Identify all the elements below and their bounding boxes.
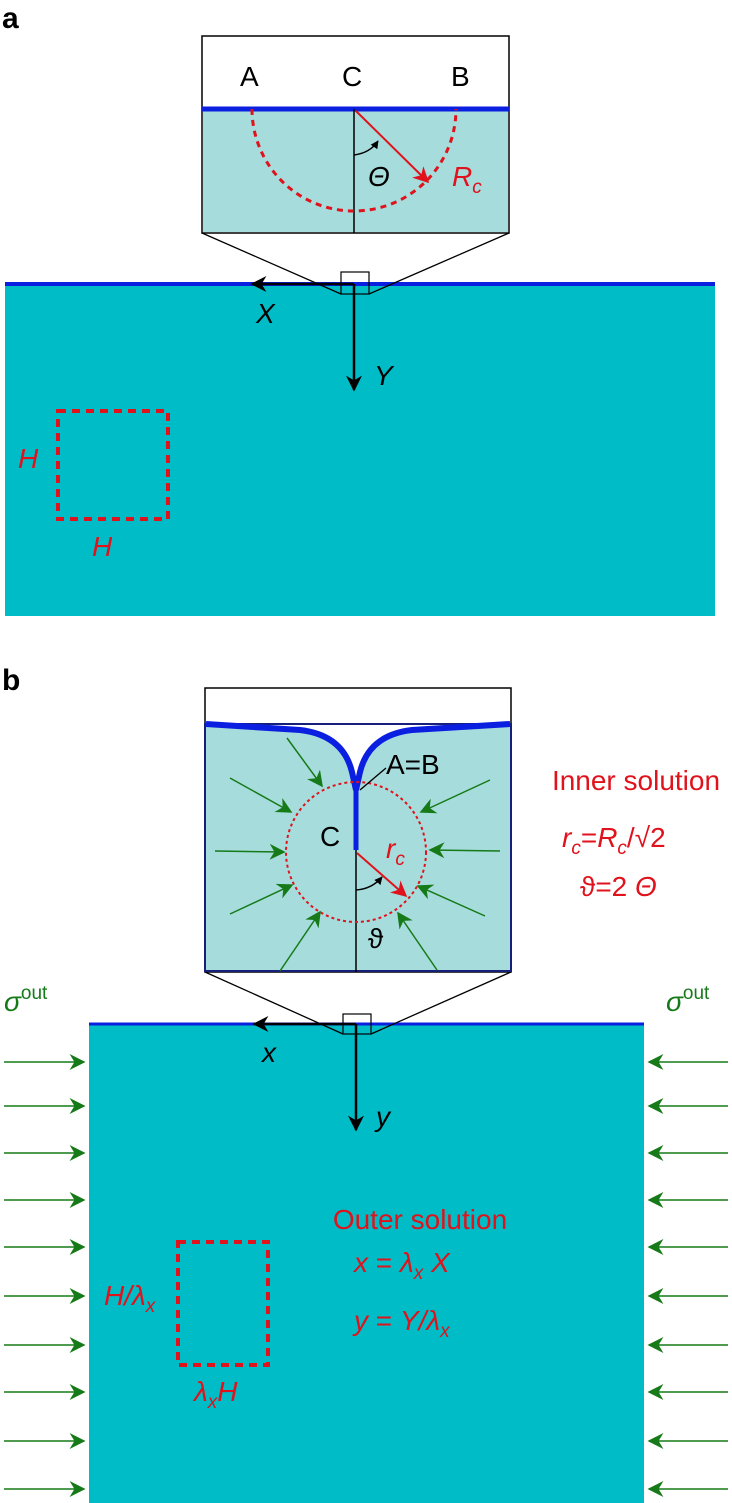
panel-b-inset-circle [285, 781, 427, 923]
panel-a-x-label: X [255, 298, 276, 329]
panel-b-zoom-line-right [370, 971, 512, 1035]
panel-b-inset-radius-arrow [356, 852, 408, 898]
panel-a-inset-point-a: A [240, 61, 259, 92]
panel-b-element-rect [176, 1240, 270, 1367]
panel-a-inset-angle-arc [353, 140, 379, 156]
panel-b-outer-title: Outer solution [333, 1204, 507, 1235]
panel-b-inset-merge-label: A=B [386, 749, 440, 780]
inset-pressure-arrow [428, 842, 501, 859]
panel-a-domain [5, 284, 715, 616]
panel-b-outer-eq1: x = λx X [352, 1247, 451, 1284]
panel-b-y-label: y [374, 1101, 392, 1132]
inset-pressure-arrow [229, 883, 294, 915]
panel-a-label: a [2, 2, 19, 35]
panel-b-sigma-left: σout [4, 983, 48, 1017]
panel-b-x-label: x [260, 1037, 277, 1068]
panel-a-inset-point-b: B [451, 61, 470, 92]
panel-b-inset-angle-arc [355, 876, 383, 891]
inset-pressure-arrow [286, 737, 323, 788]
panel-b-label: b [2, 664, 20, 697]
panel-a-inset-radius-arrow [355, 110, 430, 184]
panel-b-inner-eq2: ϑ=2 Θ [580, 871, 657, 902]
panel-b-rect-left-label: H/λx [104, 1280, 157, 1317]
panel-b-outer-eq2: y = Y/λx [352, 1305, 451, 1342]
panel-b-inset-leader [359, 767, 387, 791]
panel-b-rect-bottom-label: λxH [192, 1376, 238, 1413]
panel-b-sigma-right: σout [666, 983, 710, 1017]
panel-a-inset-angle-label: Θ [368, 161, 390, 192]
panel-b-domain [89, 1024, 644, 1503]
inset-pressure-arrow [279, 910, 321, 972]
panel-a-inset-body [203, 109, 508, 232]
panel-b-inset-center-label: C [320, 821, 340, 852]
inset-pressure-arrow [416, 884, 486, 917]
panel-b-inset-pressure-arrows [214, 737, 501, 972]
panel-a-y-label: Y [374, 360, 395, 391]
panel-b-inset-radius-label: rc [386, 833, 405, 870]
panel-a-zoom-line-right [368, 232, 510, 295]
panel-a-element-square [56, 409, 170, 521]
panel-b-inset-border [204, 723, 512, 972]
panel-a-inset-point-c: C [342, 61, 362, 92]
inset-pressure-arrow [214, 843, 286, 860]
panel-b-inset-angle-label: ϑ [368, 923, 384, 954]
panel-a-inset-radius-label: Rc [452, 161, 482, 198]
panel-b-inner-title: Inner solution [552, 765, 720, 796]
panel-b-inner-eq1: rc=Rc/√2 [562, 822, 666, 859]
inset-pressure-arrow [397, 911, 438, 971]
panel-b-left-stress-arrows [4, 1054, 86, 1497]
inset-pressure-arrow [229, 777, 293, 813]
panel-a-square-bottom-label: H [92, 531, 113, 562]
panel-a-square-left-label: H [18, 443, 39, 474]
panel-a-inset-semicircle [250, 108, 458, 213]
inset-pressure-arrow [419, 779, 491, 814]
panel-b-right-stress-arrows [647, 1054, 728, 1497]
